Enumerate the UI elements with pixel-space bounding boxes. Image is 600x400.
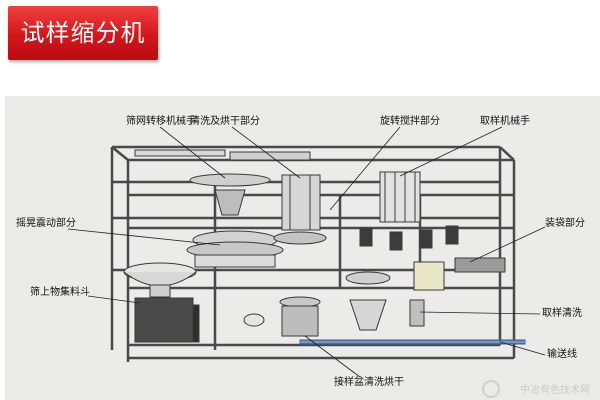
title-banner: 试样缩分机: [8, 6, 158, 60]
label-bagging: 装袋部分: [545, 218, 585, 229]
label-tray-wash: 接样盆清洗烘干: [334, 377, 404, 388]
label-sample-wash: 取样清洗: [542, 308, 582, 319]
label-hopper: 筛上物集料斗: [30, 287, 90, 298]
sample-wash-cone: [345, 271, 425, 331]
hopper-bowl: [123, 262, 197, 298]
label-wash-dry: 清洗及烘干部分: [190, 116, 260, 127]
wash-dry-unit: [273, 174, 327, 245]
sampling-heads: [359, 225, 459, 251]
label-rotary-mix: 旋转搅拌部分: [380, 116, 440, 127]
page-title: 试样缩分机: [20, 19, 146, 47]
shaker-assembly: [186, 173, 284, 268]
leader-lines: [67, 126, 546, 378]
label-sampling-robot: 取样机械手: [480, 116, 530, 127]
conveyor-line: [299, 339, 526, 345]
watermark-text: 中冶有色技术网: [520, 385, 590, 396]
bagging-unit: [413, 257, 506, 291]
label-conveyor: 输送线: [547, 349, 577, 360]
label-screen-robot: 筛网转移机械手: [126, 116, 196, 127]
collector-box: [134, 297, 200, 343]
label-shake: 摇晃震动部分: [16, 218, 76, 229]
watermark-logo-icon: [482, 380, 500, 398]
tray-wash-unit: [243, 296, 321, 337]
